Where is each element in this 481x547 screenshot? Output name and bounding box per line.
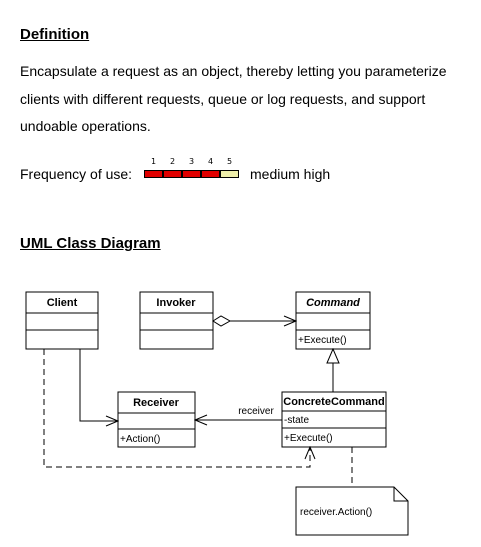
command-class-name: Command <box>306 297 360 309</box>
uml-heading: UML Class Diagram <box>20 235 161 252</box>
client-receiver-association <box>79 349 118 421</box>
command-method: +Execute() <box>298 335 347 346</box>
receiver-class-name: Receiver <box>133 397 180 409</box>
frequency-segment <box>144 170 163 178</box>
frequency-segment <box>220 170 239 178</box>
frequency-label: Frequency of use: <box>20 166 133 182</box>
class-concrete-command: ConcreteCommand -state +Execute() <box>281 391 387 448</box>
frequency-scale-number: 1 <box>150 157 157 166</box>
client-class-name: Client <box>47 297 78 309</box>
frequency-scale-number: 4 <box>207 157 214 166</box>
note-text: receiver.Action() <box>300 507 372 518</box>
client-concrete-dependency <box>43 349 310 468</box>
note: receiver.Action() <box>295 486 409 536</box>
frequency-segment <box>163 170 182 178</box>
invoker-class-name: Invoker <box>156 297 196 309</box>
frequency-segment <box>201 170 220 178</box>
concrete-command-class-name: ConcreteCommand <box>283 396 384 408</box>
concrete-command-method: +Execute() <box>284 433 333 444</box>
class-client: Client <box>25 291 99 350</box>
frequency-scale-number: 3 <box>188 157 195 166</box>
class-command: Command +Execute() <box>295 291 371 350</box>
receiver-method: +Action() <box>120 434 160 445</box>
frequency-segment <box>182 170 201 178</box>
frequency-scale-number: 2 <box>169 157 176 166</box>
concrete-command-attribute: -state <box>284 415 309 426</box>
frequency-level-text: medium high <box>250 166 331 182</box>
class-receiver: Receiver +Action() <box>117 391 196 448</box>
definition-text: Encapsulate a request as an object, ther… <box>20 63 447 134</box>
class-invoker: Invoker <box>139 291 214 350</box>
frequency-scale-number: 5 <box>226 157 233 166</box>
definition-heading: Definition <box>20 26 90 43</box>
association-label: receiver <box>238 406 274 417</box>
